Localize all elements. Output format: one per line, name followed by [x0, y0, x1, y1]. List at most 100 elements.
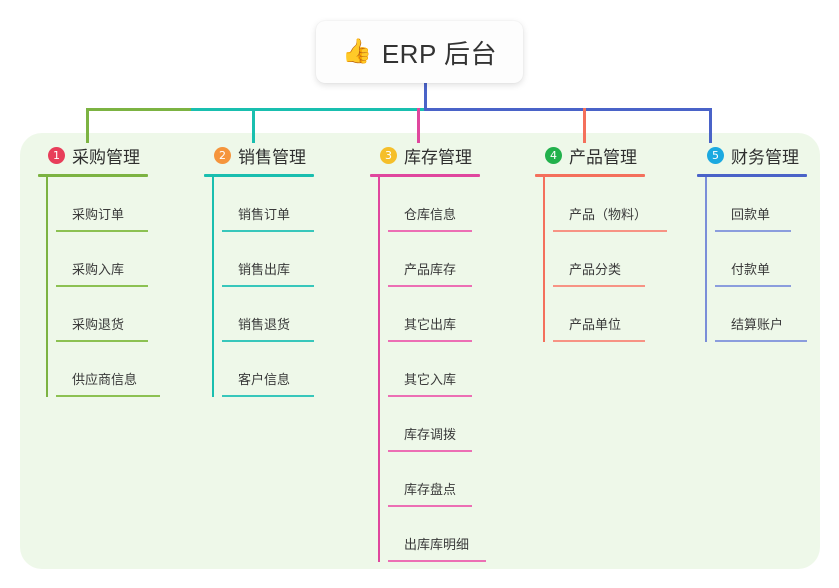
- branch-header-3[interactable]: 3 库存管理: [370, 142, 530, 168]
- list-item-rule: [56, 340, 148, 342]
- branch-column-1[interactable]: 1 采购管理 采购订单 采购入库 采购退货 供应商信息: [38, 142, 188, 397]
- branch-header-4[interactable]: 4 产品管理: [535, 142, 705, 168]
- branch-column-2[interactable]: 2 销售管理 销售订单 销售出库 销售退货 客户信息: [204, 142, 354, 397]
- branch-column-3[interactable]: 3 库存管理 仓库信息 产品库存 其它出库 其它入库 库存调拨: [370, 142, 530, 562]
- list-item-label: 产品库存: [404, 262, 457, 277]
- branch-column-5[interactable]: 5 财务管理 回款单 付款单 结算账户: [697, 142, 827, 342]
- list-item[interactable]: 采购订单: [48, 177, 188, 232]
- branch-title-3: 库存管理: [404, 147, 472, 167]
- list-item[interactable]: 其它出库: [380, 287, 530, 342]
- branch-items-1: 采购订单 采购入库 采购退货 供应商信息: [38, 177, 188, 397]
- drop-connector-1: [86, 108, 89, 143]
- list-item[interactable]: 其它入库: [380, 342, 530, 397]
- list-item-label: 产品（物料）: [569, 207, 648, 222]
- list-item-rule: [222, 230, 314, 232]
- list-item-rule: [388, 230, 472, 232]
- branch-rule-1: [38, 174, 148, 177]
- list-item-rule: [715, 230, 791, 232]
- root-title: ERP 后台: [381, 38, 498, 69]
- list-item[interactable]: 产品单位: [545, 287, 705, 342]
- drop-connector-5: [709, 108, 712, 143]
- branch-badge-2: 2: [214, 146, 231, 164]
- branch-badge-4: 4: [545, 146, 562, 164]
- branch-title-5: 财务管理: [731, 147, 799, 167]
- list-item-rule: [388, 395, 472, 397]
- branch-title-4: 产品管理: [569, 147, 637, 167]
- list-item[interactable]: 库存调拨: [380, 397, 530, 452]
- bus-segment-green: [86, 108, 193, 111]
- branch-rail-5: [705, 177, 707, 342]
- branches-panel: [20, 133, 820, 569]
- branch-items-3: 仓库信息 产品库存 其它出库 其它入库 库存调拨 库存盘点: [370, 177, 530, 562]
- branch-header-1[interactable]: 1 采购管理: [38, 142, 188, 168]
- list-item[interactable]: 供应商信息: [48, 342, 188, 397]
- list-item[interactable]: 仓库信息: [380, 177, 530, 232]
- list-item-label: 采购退货: [72, 317, 125, 332]
- list-item-rule: [715, 285, 791, 287]
- root-stem-connector: [424, 83, 427, 110]
- branch-rule-2: [204, 174, 314, 177]
- list-item-label: 客户信息: [238, 372, 291, 387]
- list-item-label: 产品单位: [569, 317, 622, 332]
- branch-rail-4: [543, 177, 545, 342]
- list-item-label: 回款单: [731, 207, 771, 222]
- branch-header-5[interactable]: 5 财务管理: [697, 142, 827, 168]
- list-item[interactable]: 出库库明细: [380, 507, 530, 562]
- bus-segment-indigo: [424, 108, 712, 111]
- list-item-rule: [56, 230, 148, 232]
- list-item[interactable]: 采购入库: [48, 232, 188, 287]
- list-item-rule: [715, 340, 807, 342]
- list-item-rule: [388, 505, 472, 507]
- list-item-label: 库存调拨: [404, 427, 457, 442]
- branch-rail-1: [46, 177, 48, 397]
- drop-connector-4: [583, 108, 586, 143]
- list-item-label: 供应商信息: [72, 372, 138, 387]
- list-item-label: 其它入库: [404, 372, 457, 387]
- branch-column-4[interactable]: 4 产品管理 产品（物料） 产品分类 产品单位: [535, 142, 705, 342]
- list-item-rule: [56, 395, 160, 397]
- list-item-rule: [222, 395, 314, 397]
- branch-rule-5: [697, 174, 807, 177]
- list-item[interactable]: 销售出库: [214, 232, 354, 287]
- list-item[interactable]: 销售订单: [214, 177, 354, 232]
- root-node[interactable]: 👍 ERP 后台: [316, 21, 523, 83]
- list-item-label: 销售出库: [238, 262, 291, 277]
- bus-segment-teal: [191, 108, 425, 111]
- list-item-rule: [553, 230, 667, 232]
- branch-items-4: 产品（物料） 产品分类 产品单位: [535, 177, 705, 342]
- branch-title-1: 采购管理: [72, 147, 140, 167]
- list-item-rule: [388, 340, 472, 342]
- list-item[interactable]: 销售退货: [214, 287, 354, 342]
- list-item[interactable]: 付款单: [707, 232, 827, 287]
- thumbs-up-icon: 👍: [341, 38, 372, 65]
- list-item[interactable]: 产品库存: [380, 232, 530, 287]
- list-item-rule: [222, 340, 314, 342]
- list-item-label: 产品分类: [569, 262, 622, 277]
- list-item[interactable]: 产品分类: [545, 232, 705, 287]
- branch-title-2: 销售管理: [238, 147, 306, 167]
- list-item[interactable]: 结算账户: [707, 287, 827, 342]
- branch-badge-3: 3: [380, 146, 397, 164]
- list-item-rule: [222, 285, 314, 287]
- list-item-label: 销售退货: [238, 317, 291, 332]
- list-item-label: 出库库明细: [404, 537, 470, 552]
- list-item-label: 采购订单: [72, 207, 125, 222]
- list-item-label: 结算账户: [731, 317, 784, 332]
- list-item-rule: [553, 285, 645, 287]
- list-item[interactable]: 库存盘点: [380, 452, 530, 507]
- list-item[interactable]: 采购退货: [48, 287, 188, 342]
- branch-rule-3: [370, 174, 480, 177]
- list-item-label: 销售订单: [238, 207, 291, 222]
- list-item[interactable]: 产品（物料）: [545, 177, 705, 232]
- list-item[interactable]: 回款单: [707, 177, 827, 232]
- list-item-rule: [388, 560, 486, 562]
- list-item[interactable]: 客户信息: [214, 342, 354, 397]
- branch-rule-4: [535, 174, 645, 177]
- branch-badge-5: 5: [707, 146, 724, 164]
- branch-header-2[interactable]: 2 销售管理: [204, 142, 354, 168]
- branch-items-5: 回款单 付款单 结算账户: [697, 177, 827, 342]
- list-item-label: 采购入库: [72, 262, 125, 277]
- drop-connector-3: [417, 108, 420, 143]
- list-item-rule: [388, 285, 472, 287]
